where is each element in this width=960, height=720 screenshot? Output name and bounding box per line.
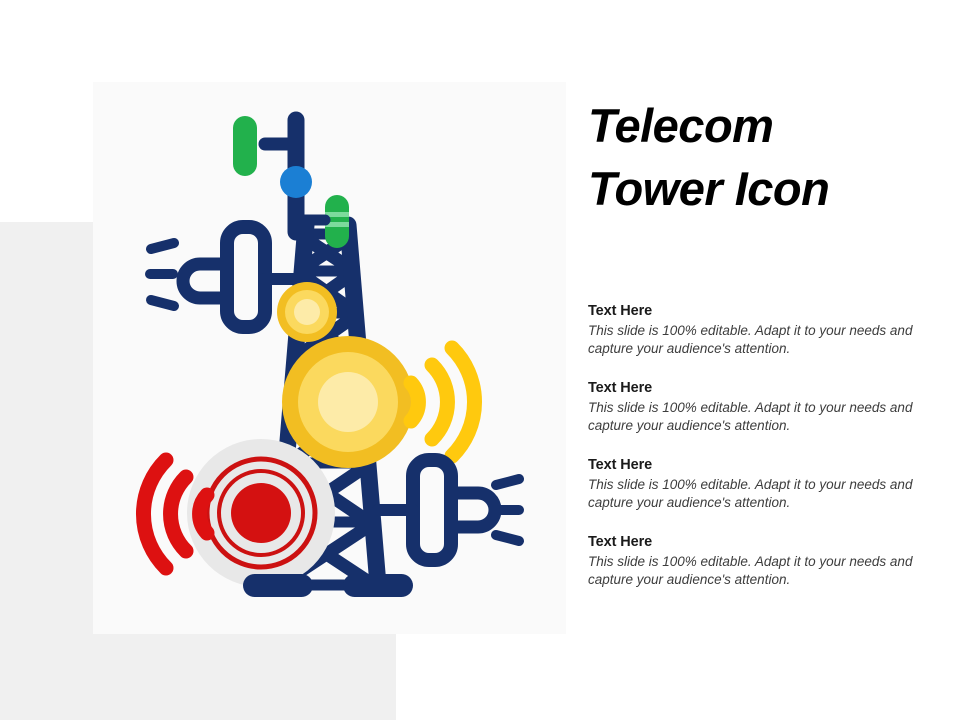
red-target-transmitter bbox=[187, 439, 335, 587]
green-pill-antenna-left bbox=[233, 116, 257, 176]
right-dish-antenna bbox=[372, 453, 502, 567]
page-title: Telecom Tower Icon bbox=[588, 99, 830, 215]
text-block-2-body: This slide is 100% editable. Adapt it to… bbox=[588, 399, 913, 433]
red-signal-waves bbox=[136, 452, 215, 576]
navy-signal-dashes-left bbox=[145, 238, 179, 311]
text-block-3-heading: Text Here bbox=[588, 456, 653, 473]
telecom-tower-icon bbox=[93, 82, 566, 634]
yellow-transmitter-large bbox=[282, 336, 414, 468]
green-pill-antenna-right bbox=[325, 195, 349, 248]
text-block-2: Text Here This slide is 100% editable. A… bbox=[588, 380, 953, 435]
navy-signal-dashes-right bbox=[491, 474, 524, 546]
text-block-1-body: This slide is 100% editable. Adapt it to… bbox=[588, 323, 913, 356]
text-block-3: Text Here This slide is 100% editable. A… bbox=[588, 457, 953, 512]
text-block-3-body: This slide is 100% editable. Adapt it to… bbox=[588, 476, 913, 510]
text-block-1-heading: Text Here bbox=[588, 303, 653, 319]
text-block-list: Text Here This slide is 100% editable. A… bbox=[588, 303, 953, 589]
yellow-transmitter-small bbox=[277, 282, 337, 342]
blue-node bbox=[280, 166, 312, 198]
text-block-2-heading: Text Here bbox=[588, 379, 653, 396]
text-block-1: Text Here This slide is 100% editable. A… bbox=[588, 303, 953, 358]
text-block-4: Text Here This slide is 100% editable. A… bbox=[588, 534, 953, 589]
tower-feet bbox=[243, 574, 413, 597]
yellow-signal-waves bbox=[403, 340, 482, 464]
left-dish-antenna bbox=[176, 220, 302, 334]
text-block-4-heading: Text Here bbox=[588, 533, 653, 550]
content-column: Telecom Tower Icon Text Here This slide … bbox=[588, 95, 960, 635]
text-block-4-body: This slide is 100% editable. Adapt it to… bbox=[588, 553, 913, 587]
